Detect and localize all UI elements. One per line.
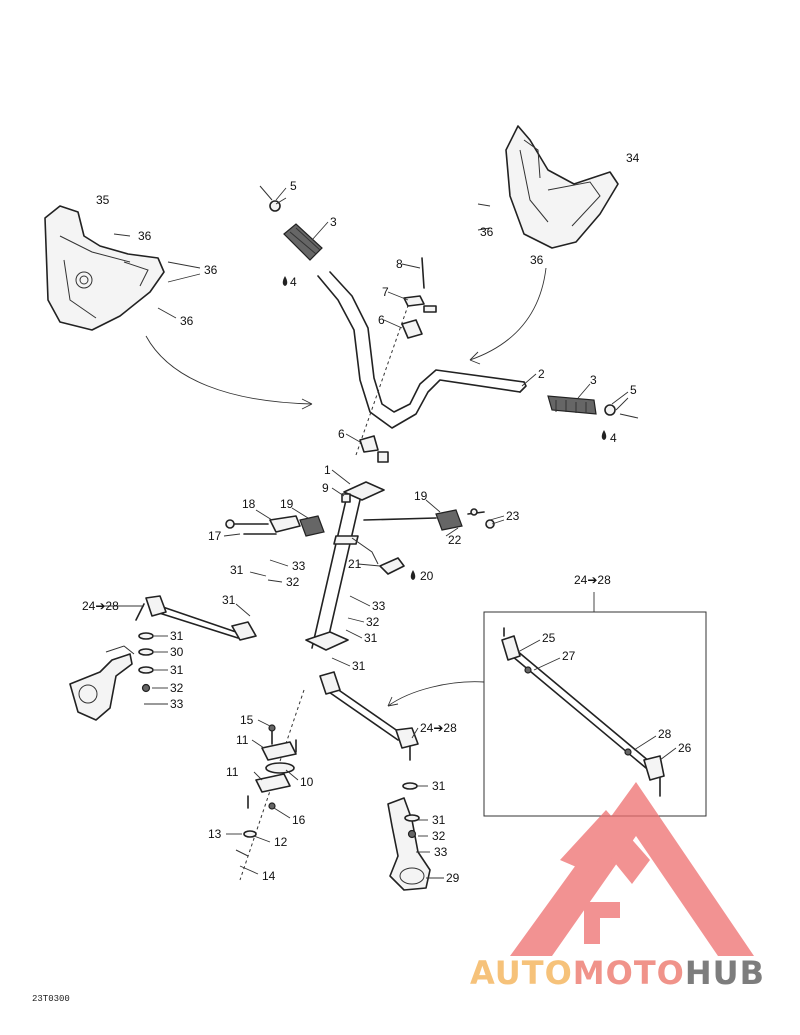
callout-31: 31 — [222, 593, 236, 607]
callout-6: 6 — [338, 427, 345, 441]
callout-4: 4 — [290, 275, 297, 289]
callout-36: 36 — [180, 314, 194, 328]
lower-column-parts — [235, 724, 297, 857]
steering-column — [239, 299, 411, 881]
callout-31: 31 — [432, 813, 446, 827]
callout-28: 28 — [658, 727, 672, 741]
brand-wordmark: AUTOMOTOHUB — [470, 954, 765, 992]
callout-34: 34 — [626, 151, 640, 165]
callout-4: 4 — [610, 431, 617, 445]
callout-31: 31 — [432, 779, 446, 793]
grip-right — [547, 395, 597, 415]
drawing-reference-code: 23T0300 — [32, 994, 70, 1004]
callout-10: 10 — [300, 775, 314, 789]
callout-33: 33 — [434, 845, 448, 859]
callout-labels: 35 36 36 36 34 36 36 5 3 4 8 7 6 2 3 5 4… — [82, 151, 692, 885]
callout-3: 3 — [330, 215, 337, 229]
logo-triangle-icon — [510, 782, 754, 956]
callout-14: 14 — [262, 869, 276, 883]
oil-drop-icon — [410, 570, 416, 580]
callout-19: 19 — [280, 497, 294, 511]
callout-5: 5 — [290, 179, 297, 193]
oil-drop-icon — [601, 430, 607, 440]
callout-5: 5 — [630, 383, 637, 397]
callout-31: 31 — [170, 663, 184, 677]
grip-left — [283, 223, 323, 261]
callout-29: 29 — [446, 871, 460, 885]
callout-24-28: 24➔28 — [574, 573, 611, 587]
callout-1: 1 — [324, 463, 331, 477]
handlebar-clamps — [341, 257, 437, 503]
callout-18: 18 — [242, 497, 256, 511]
bar-end-right — [604, 404, 639, 419]
spindle-left — [69, 632, 154, 721]
callout-36: 36 — [530, 253, 544, 267]
handlebar-cover-right — [505, 125, 619, 249]
callout-36: 36 — [480, 225, 494, 239]
callout-12: 12 — [274, 835, 288, 849]
callout-32: 32 — [432, 829, 446, 843]
callout-24-28: 24➔28 — [82, 599, 119, 613]
callout-36: 36 — [204, 263, 218, 277]
lubricant-drop-icons — [282, 276, 607, 580]
callout-31: 31 — [352, 659, 366, 673]
callout-16: 16 — [292, 813, 306, 827]
callout-25: 25 — [542, 631, 556, 645]
brand-auto: AUTO — [470, 954, 573, 992]
handlebar-cover-left — [44, 205, 165, 331]
tie-rod-left — [135, 595, 257, 641]
callout-21: 21 — [348, 557, 362, 571]
oil-drop-icon — [282, 276, 288, 286]
callout-36: 36 — [138, 229, 152, 243]
callout-32: 32 — [170, 681, 184, 695]
callout-13: 13 — [208, 827, 222, 841]
callout-32: 32 — [286, 575, 300, 589]
callout-2: 2 — [538, 367, 545, 381]
brand-moto: MOTO — [573, 954, 685, 992]
callout-19: 19 — [414, 489, 428, 503]
callout-11: 11 — [236, 733, 249, 747]
callout-24-28: 24➔28 — [420, 721, 457, 735]
callout-17: 17 — [208, 529, 222, 543]
callout-26: 26 — [678, 741, 692, 755]
callout-30: 30 — [170, 645, 184, 659]
callout-31: 31 — [230, 563, 244, 577]
callout-31: 31 — [170, 629, 184, 643]
callout-11: 11 — [226, 765, 239, 779]
brand-hub: HUB — [685, 954, 765, 992]
callout-6: 6 — [378, 313, 385, 327]
callout-23: 23 — [506, 509, 520, 523]
leader-lines — [104, 187, 677, 879]
callout-9: 9 — [322, 481, 329, 495]
callout-20: 20 — [420, 569, 434, 583]
assembly-arrows — [145, 267, 547, 707]
svg-text:AUTOMOTOHUB: AUTOMOTOHUB — [470, 954, 765, 992]
callout-15: 15 — [240, 713, 254, 727]
callout-33: 33 — [372, 599, 386, 613]
support-bearings — [225, 508, 495, 575]
callout-22: 22 — [448, 533, 462, 547]
tie-rod-right — [319, 671, 419, 761]
callout-32: 32 — [366, 615, 380, 629]
tie-rod-detail-inset — [483, 592, 707, 817]
callout-33: 33 — [292, 559, 306, 573]
callout-27: 27 — [562, 649, 576, 663]
callout-3: 3 — [590, 373, 597, 387]
spindle-right — [387, 782, 431, 891]
callout-33: 33 — [170, 697, 184, 711]
callout-31: 31 — [364, 631, 378, 645]
callout-8: 8 — [396, 257, 403, 271]
callout-7: 7 — [382, 285, 389, 299]
callout-35: 35 — [96, 193, 110, 207]
